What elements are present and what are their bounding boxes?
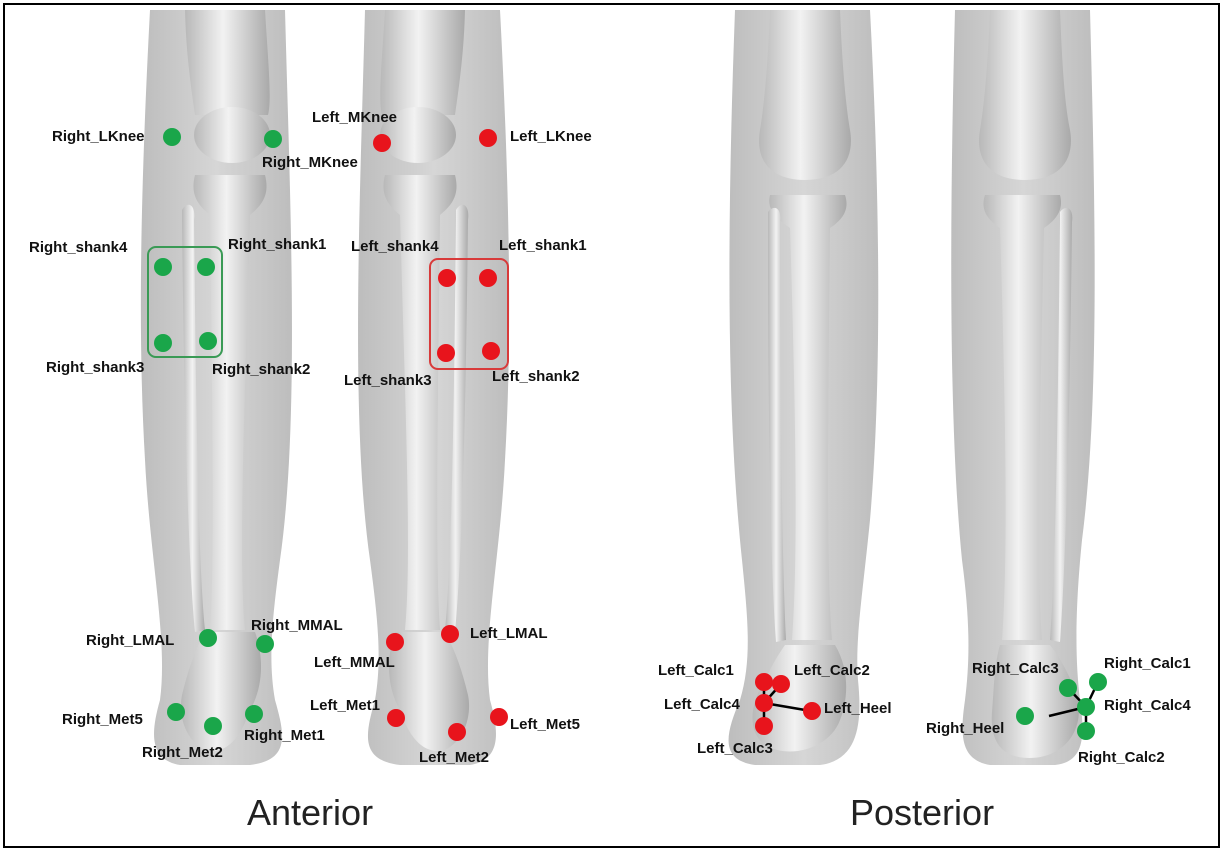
marker-right-calc2 [1077,722,1095,740]
marker-right-mmal [256,635,274,653]
marker-left-mmal [386,633,404,651]
marker-left-shank1 [479,269,497,287]
view-title-posterior: Posterior [850,792,994,834]
marker-left-met2 [448,723,466,741]
label-right-calc1: Right_Calc1 [1104,655,1191,672]
label-right-calc2: Right_Calc2 [1078,749,1165,766]
marker-left-shank2 [482,342,500,360]
marker-right-met1 [245,705,263,723]
label-left-met2: Left_Met2 [419,749,489,766]
marker-left-shank3 [437,344,455,362]
label-left-shank4: Left_shank4 [351,238,439,255]
label-right-shank2: Right_shank2 [212,361,310,378]
label-left-shank2: Left_shank2 [492,368,580,385]
marker-right-shank3 [154,334,172,352]
marker-right-shank4 [154,258,172,276]
view-title-anterior: Anterior [247,792,373,834]
label-right-shank1: Right_shank1 [228,236,326,253]
label-left-shank1: Left_shank1 [499,237,587,254]
marker-right-met2 [204,717,222,735]
marker-right-lknee [163,128,181,146]
label-right-shank3: Right_shank3 [46,359,144,376]
label-right-met5: Right_Met5 [62,711,143,728]
posterior-left-leg [729,10,879,765]
marker-right-mknee [264,130,282,148]
label-right-lknee: Right_LKnee [52,128,145,145]
marker-right-heel [1016,707,1034,725]
label-right-heel: Right_Heel [926,720,1004,737]
label-left-lmal: Left_LMAL [470,625,548,642]
label-right-lmal: Right_LMAL [86,632,174,649]
marker-right-calc1 [1089,673,1107,691]
posterior-right-leg [951,10,1094,765]
label-right-mknee: Right_MKnee [262,154,358,171]
label-left-heel: Left_Heel [824,700,892,717]
label-right-met2: Right_Met2 [142,744,223,761]
marker-right-met5 [167,703,185,721]
marker-left-calc3 [755,717,773,735]
label-left-met5: Left_Met5 [510,716,580,733]
marker-left-heel [803,702,821,720]
label-right-met1: Right_Met1 [244,727,325,744]
marker-left-met5 [490,708,508,726]
label-left-lknee: Left_LKnee [510,128,592,145]
marker-right-calc4 [1077,698,1095,716]
label-right-calc3: Right_Calc3 [972,660,1059,677]
marker-right-lmal [199,629,217,647]
label-right-mmal: Right_MMAL [251,617,343,634]
marker-left-lknee [479,129,497,147]
label-left-calc2: Left_Calc2 [794,662,870,679]
label-right-shank4: Right_shank4 [29,239,127,256]
label-left-calc3: Left_Calc3 [697,740,773,757]
label-left-mmal: Left_MMAL [314,654,395,671]
label-left-shank3: Left_shank3 [344,372,432,389]
label-left-mknee: Left_MKnee [312,109,397,126]
marker-left-mknee [373,134,391,152]
marker-left-calc1 [755,673,773,691]
label-left-met1: Left_Met1 [310,697,380,714]
marker-right-shank1 [197,258,215,276]
marker-right-calc3 [1059,679,1077,697]
marker-left-calc2 [772,675,790,693]
marker-left-met1 [387,709,405,727]
marker-right-shank2 [199,332,217,350]
label-right-calc4: Right_Calc4 [1104,697,1191,714]
label-left-calc4: Left_Calc4 [664,696,740,713]
marker-left-lmal [441,625,459,643]
label-left-calc1: Left_Calc1 [658,662,734,679]
marker-left-calc4 [755,694,773,712]
marker-left-shank4 [438,269,456,287]
